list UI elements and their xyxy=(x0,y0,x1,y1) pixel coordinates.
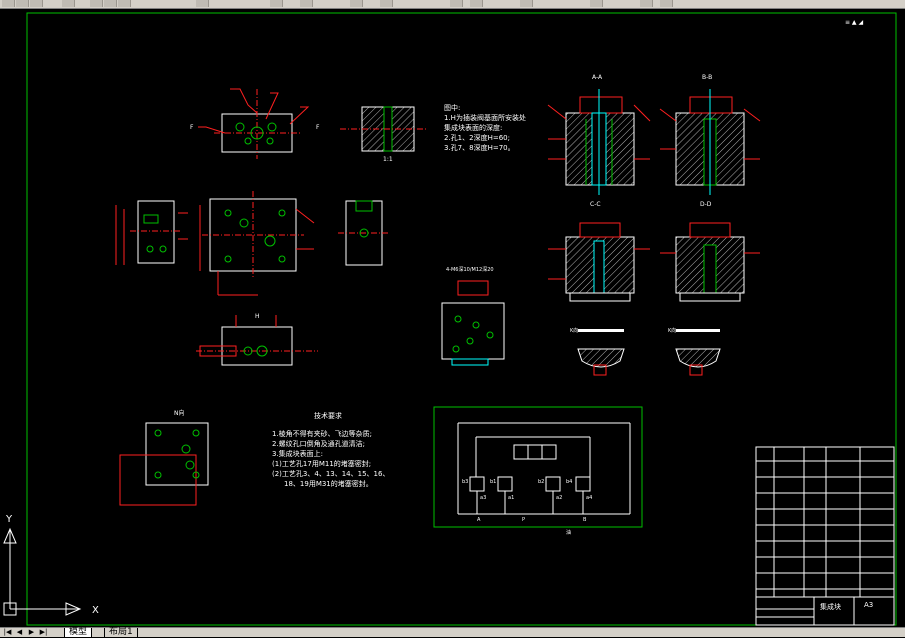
help-icon[interactable] xyxy=(590,0,603,7)
n-view-label: N向 xyxy=(174,409,185,417)
hydraulic-schematic: b3 b1 b2 b4 a3 a1 a2 a4 A P B 油 xyxy=(433,406,643,536)
label-cc: C-C xyxy=(590,201,601,208)
note-line-3: 2.孔1、2深度H=60; xyxy=(444,133,510,142)
tab-layout1[interactable]: 布局1 xyxy=(104,628,138,638)
zoom-icon[interactable] xyxy=(380,0,393,7)
detail-label-left: K向 xyxy=(570,327,578,334)
schem-b4: b4 xyxy=(566,479,572,485)
layout-tab-bar: |◀ ◀ ▶ ▶| 模型 布局1 xyxy=(0,627,905,638)
ucs-x-label: X xyxy=(92,605,99,616)
prev-tab-icon[interactable]: ◀ xyxy=(16,628,23,636)
port-face-label: 4-M6深10/M12深20 xyxy=(446,266,494,273)
scale-label: 1:1 xyxy=(383,156,393,163)
n-view: N向 xyxy=(119,409,209,506)
technical-requirements: 技术要求 1.棱角不得有夹砂、飞边等杂质; 2.螺纹孔口倒角及通孔道清洁; 3.… xyxy=(272,411,389,488)
title-code: A3 xyxy=(864,601,873,609)
schem-a2: a2 xyxy=(556,495,562,501)
redo-icon[interactable] xyxy=(300,0,313,7)
drawing-note: 图中: 1.H为插装阀基面所安装处 集成块表面的深度: 2.孔1、2深度H=60… xyxy=(444,103,526,152)
match-properties-icon[interactable] xyxy=(196,0,209,7)
detail-label-right: K向 xyxy=(668,327,676,334)
section-c-c: C-C xyxy=(548,201,650,302)
schem-a1: a1 xyxy=(508,495,514,501)
schem-caption: 油 xyxy=(566,529,571,536)
drawing-canvas[interactable]: ≡ ▲ ◢ F F 1:1 图中: 1.H为插装阀基面所安装处 集成块表面的深度… xyxy=(0,9,905,627)
toolbar xyxy=(0,0,905,9)
ucs-icon: X Y xyxy=(3,514,99,616)
tech-req-3: 3.集成块表面上: xyxy=(272,449,323,458)
save-icon[interactable] xyxy=(30,0,43,7)
paste-icon[interactable] xyxy=(118,0,131,7)
next-tab-icon[interactable]: ▶ xyxy=(28,628,35,636)
section-mark-right: F xyxy=(316,124,320,131)
schem-port-a: A xyxy=(477,517,481,523)
pan-icon[interactable] xyxy=(350,0,363,7)
section-d-d: D-D xyxy=(660,201,760,302)
layer-state-icon[interactable] xyxy=(660,0,673,7)
schem-a3: a3 xyxy=(480,495,486,501)
note-title: 图中: xyxy=(444,103,460,112)
tab-model[interactable]: 模型 xyxy=(64,628,93,638)
section-b-b: B-B xyxy=(659,74,761,195)
schem-b1: b1 xyxy=(490,479,496,485)
properties-icon[interactable] xyxy=(450,0,463,7)
schem-b3: b3 xyxy=(462,479,468,485)
side-view-left xyxy=(115,200,188,265)
layer-icon[interactable] xyxy=(640,0,653,7)
print-icon[interactable] xyxy=(62,0,75,7)
drawing-svg: ≡ ▲ ◢ F F 1:1 图中: 1.H为插装阀基面所安装处 集成块表面的深度… xyxy=(3,12,897,626)
top-view: F F xyxy=(190,88,320,159)
title-name: 集成块 xyxy=(820,602,841,611)
title-block: 集成块 A3 xyxy=(755,446,895,626)
section-view-1-1: 1:1 xyxy=(340,106,428,163)
schem-port-b: B xyxy=(583,517,587,523)
tech-req-2: 2.螺纹孔口倒角及通孔道清洁; xyxy=(272,439,365,448)
note-line-2: 集成块表面的深度: xyxy=(444,123,502,132)
tech-req-5: (2)工艺孔3、4、13、14、15、16、 xyxy=(272,470,389,478)
open-icon[interactable] xyxy=(16,0,29,7)
detail-views: K向 K向 xyxy=(570,327,721,376)
tech-req-4: (1)工艺孔17用M11的堵塞密封; xyxy=(272,459,371,468)
front-view-center xyxy=(199,191,315,296)
undo-icon[interactable] xyxy=(270,0,283,7)
tech-req-6: 18、19用M31的堵塞密封。 xyxy=(284,479,373,488)
new-icon[interactable] xyxy=(2,0,15,7)
copy-icon[interactable] xyxy=(104,0,117,7)
last-tab-icon[interactable]: ▶| xyxy=(39,628,48,636)
schem-b2: b2 xyxy=(538,479,544,485)
label-dd: D-D xyxy=(700,201,712,208)
cut-icon[interactable] xyxy=(90,0,103,7)
label-aa: A-A xyxy=(592,74,603,81)
note-line-1: 1.H为插装阀基面所安装处 xyxy=(444,113,526,122)
section-mark-left: F xyxy=(190,124,194,131)
tool-palette-icon[interactable] xyxy=(520,0,533,7)
sheet-corner-mark: ≡ ▲ ◢ xyxy=(845,19,863,26)
side-view-right xyxy=(338,200,390,266)
note-line-4: 3.孔7、8深度H=70。 xyxy=(444,143,515,152)
port-face-view: 4-M6深10/M12深20 xyxy=(441,266,505,366)
bottom-long-view: H xyxy=(196,313,318,366)
schem-port-p: P xyxy=(522,517,525,523)
ucs-y-label: Y xyxy=(5,514,13,525)
tech-title: 技术要求 xyxy=(314,411,342,420)
height-label: H xyxy=(255,313,260,320)
label-bb: B-B xyxy=(702,74,712,81)
sheet-border xyxy=(26,12,897,626)
schem-a4: a4 xyxy=(586,495,592,501)
section-a-a: A-A xyxy=(547,74,651,195)
design-center-icon[interactable] xyxy=(470,0,483,7)
tech-req-1: 1.棱角不得有夹砂、飞边等杂质; xyxy=(272,429,372,438)
first-tab-icon[interactable]: |◀ xyxy=(3,628,12,636)
